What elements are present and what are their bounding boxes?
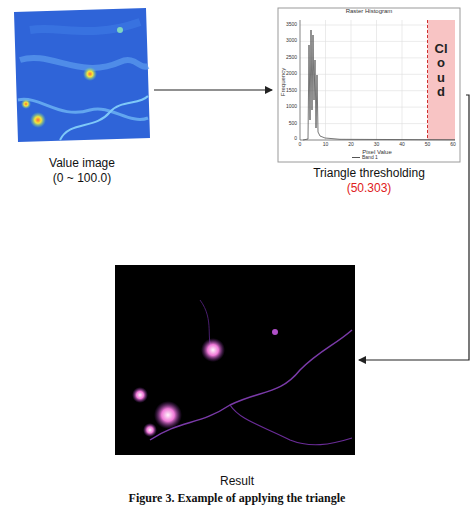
axis-tick: 1500 bbox=[286, 88, 297, 94]
node-label: Result bbox=[220, 474, 254, 488]
node-label-group: Triangle thresholding(50.303) bbox=[272, 166, 466, 195]
flow-arrow bbox=[154, 89, 272, 90]
axis-tick: 500 bbox=[289, 121, 297, 127]
axis-tick: 2000 bbox=[286, 72, 297, 78]
result-panel: Result bbox=[115, 262, 359, 488]
axis-tick: 10 bbox=[323, 142, 329, 148]
axis-tick: 20 bbox=[348, 142, 354, 148]
axis-tick: 0 bbox=[294, 136, 297, 142]
result-image bbox=[115, 265, 355, 455]
axis-tick: 50 bbox=[425, 142, 431, 148]
value-image bbox=[14, 8, 150, 142]
axis-tick: 0 bbox=[299, 142, 302, 148]
node-label: Value image bbox=[49, 156, 115, 170]
node-label: (50.303) bbox=[347, 181, 392, 195]
node-label: Triangle thresholding bbox=[313, 166, 425, 180]
axis-tick: 1000 bbox=[286, 104, 297, 110]
figure-caption: Figure 3. Example of applying the triang… bbox=[129, 492, 346, 505]
node-label-group: Value image(0 ~ 100.0) bbox=[10, 156, 154, 185]
legend-text: Band 1 bbox=[362, 155, 378, 161]
histogram-panel: Triangle thresholding(50.303) bbox=[272, 5, 466, 195]
chart-title: Raster Histogram bbox=[346, 8, 393, 15]
node-label: (0 ~ 100.0) bbox=[53, 171, 111, 185]
axis-tick: 3000 bbox=[286, 39, 297, 45]
axis-tick: 60 bbox=[450, 142, 456, 148]
axis-tick: 40 bbox=[399, 142, 405, 148]
axis-tick: 30 bbox=[374, 142, 380, 148]
axis-title: Frequency bbox=[280, 68, 287, 96]
axis-tick: 3500 bbox=[286, 22, 297, 28]
histogram-chart bbox=[278, 8, 460, 162]
node-label-group: Result bbox=[115, 474, 359, 488]
flow-arrow bbox=[359, 95, 469, 360]
image-panel: Value image(0 ~ 100.0) bbox=[10, 5, 154, 185]
region-label: Cloud bbox=[435, 42, 448, 99]
axis-tick: 2500 bbox=[286, 55, 297, 61]
